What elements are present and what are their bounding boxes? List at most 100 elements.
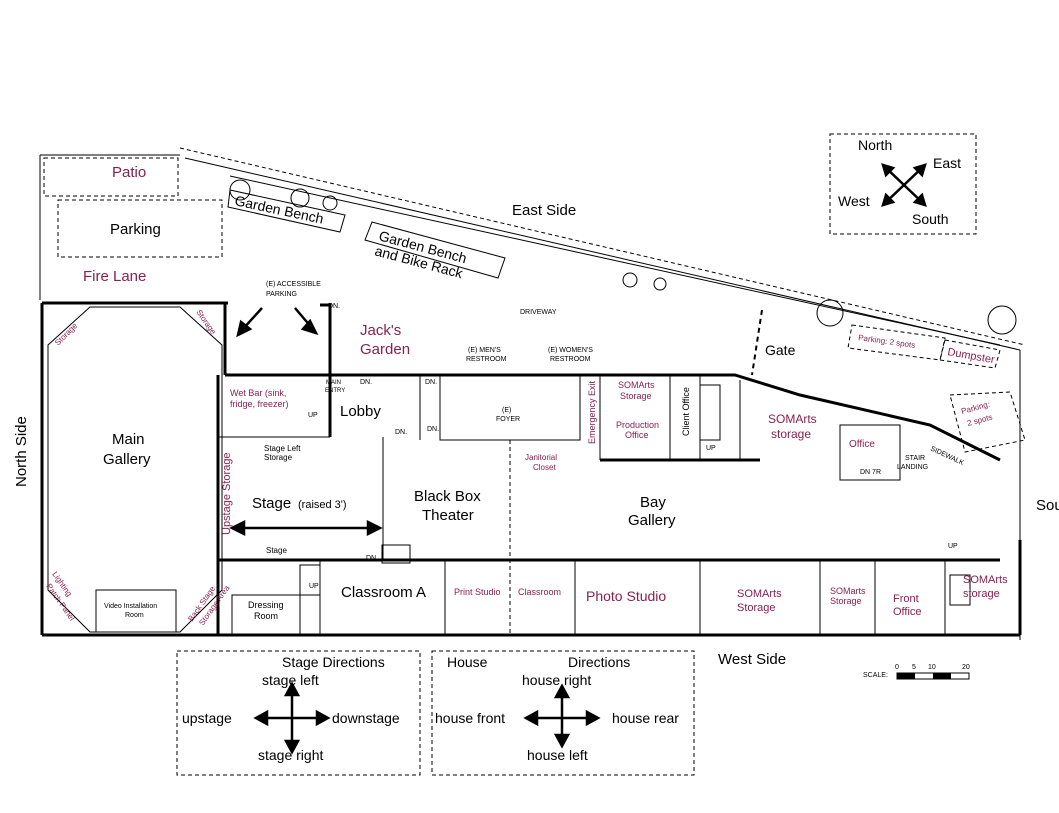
garden-bench-2: [364, 221, 506, 279]
print-studio-label: Print Studio: [454, 587, 501, 597]
office-label: Office: [849, 439, 875, 450]
up-mark-2: UP: [309, 583, 319, 590]
somarts-storage-3-label-2: Storage: [737, 602, 776, 614]
dumpster-box: [939, 339, 1001, 369]
somarts-storage-4-label-2: Storage: [830, 596, 862, 606]
janitorial-label-1: Janitorial: [525, 453, 557, 462]
dressing-room-label-2: Room: [254, 611, 278, 621]
parking-2-spots-a-label: Parking: 2 spots: [858, 333, 916, 350]
dn-mark-3: DN.: [425, 379, 437, 386]
somarts-storage-1-label-1: SOMArts: [618, 380, 655, 390]
stage-small-label: Stage: [266, 546, 287, 555]
somarts-storage-2-label-2: storage: [771, 427, 811, 441]
south-side-label-1: South Side: [1036, 497, 1059, 514]
house-directions-top: house right: [522, 672, 591, 688]
house-directions-bottom: house left: [527, 747, 588, 763]
dn-mark-4: DN.: [395, 429, 407, 436]
up-mark-1: UP: [308, 412, 318, 419]
dumpster-label: Dumpster: [946, 346, 995, 366]
foyer-label-1: (E): [502, 407, 511, 414]
building-walls: [40, 301, 1022, 637]
scale-bar-icon: [896, 672, 970, 680]
somarts-storage-4-label-1: SOMarts: [830, 586, 866, 596]
front-office-label-1: Front: [893, 593, 919, 605]
video-room-label-2: Room: [125, 612, 144, 619]
mens-restroom-label-1: (E) MEN'S: [468, 347, 501, 354]
wet-bar-label-2: fridge, freezer): [230, 399, 289, 409]
compass-north-label: North: [858, 137, 892, 153]
photo-studio-label: Photo Studio: [586, 588, 666, 604]
somarts-storage-5-label-1: SOMArts: [963, 574, 1008, 586]
main-gallery-label-2: Gallery: [103, 451, 151, 468]
main-entry-label-2: ENTRY: [325, 388, 345, 394]
dn-mark-2: DN.: [360, 379, 372, 386]
up-mark-3: UP: [706, 445, 716, 452]
house-directions-box: [431, 650, 695, 776]
compass-arrows-icon: [881, 163, 927, 207]
compass-box: [829, 133, 977, 235]
dn-mark-6: DN.: [366, 555, 378, 562]
stage-directions-left: upstage: [182, 710, 232, 726]
scale-tick-0: 0: [895, 664, 899, 671]
stage-label: Stage: [252, 495, 291, 512]
parking-2-spots-b-label-2: 2 spots: [966, 413, 993, 428]
house-directions-left: house front: [435, 710, 505, 726]
fire-lane-label: Fire Lane: [83, 268, 146, 285]
gate-line: [751, 309, 763, 376]
somarts-storage-1-label-2: Storage: [620, 391, 652, 401]
jacks-garden-label-1: Jack's: [360, 322, 401, 339]
garden-bench-1: [227, 189, 346, 233]
stage-directions-title: Stage Directions: [282, 654, 385, 670]
janitorial-label-2: Closet: [533, 463, 556, 472]
sidewalk-label: SIDEWALK: [929, 445, 965, 467]
production-office-label-2: Office: [625, 430, 648, 440]
stage-directions-top: stage left: [262, 672, 319, 688]
scale-tick-20: 20: [962, 664, 970, 671]
storage-nw-label: Storage: [53, 321, 80, 348]
somarts-storage-2-label-1: SOMArts: [768, 412, 817, 426]
dressing-room-label-1: Dressing: [248, 600, 284, 610]
emergency-exit-label: Emergency Exit: [587, 380, 597, 444]
dn-mark-5: DN.: [427, 426, 439, 433]
site-boundary: [39, 147, 1026, 640]
bay-gallery-label-1: Bay: [640, 494, 666, 511]
client-office-label: Client Office: [681, 387, 691, 436]
tree-icons: [229, 179, 1017, 335]
front-office-label-2: Office: [893, 606, 922, 618]
lobby-label: Lobby: [340, 403, 381, 420]
accessible-parking-label-1: (E) ACCESSIBLE: [266, 281, 321, 288]
compass-west-label: West: [838, 193, 870, 209]
west-side-label: West Side: [718, 651, 786, 668]
driveway-label: DRIVEWAY: [520, 309, 557, 316]
jacks-garden-label-2: Garden: [360, 341, 410, 358]
compass-south-label: South: [912, 211, 949, 227]
parking-label: Parking: [110, 221, 161, 238]
house-directions-cross-icon: [523, 683, 601, 749]
stage-left-storage-label-1: Stage Left: [264, 444, 301, 453]
compass-east-label: East: [933, 155, 961, 171]
up-mark-4: UP: [948, 543, 958, 550]
upstage-storage-label: Upstage Storage: [221, 452, 233, 535]
main-entry-label-1: MAIN: [326, 380, 341, 386]
classroom-a-label: Classroom A: [341, 584, 426, 601]
house-directions-title-right: Directions: [568, 654, 630, 670]
garden-bench-1-label: Garden Bench: [233, 192, 325, 226]
stage-width-arrow: [229, 519, 383, 537]
patio-area: [43, 157, 179, 197]
wet-bar-label-1: Wet Bar (sink,: [230, 388, 286, 398]
black-box-label-1: Black Box: [414, 488, 481, 505]
accessible-parking-label-2: PARKING: [266, 291, 297, 298]
stage-raised-label: (raised 3'): [298, 499, 347, 511]
scale-label: SCALE:: [863, 672, 888, 679]
mens-restroom-label-2: RESTROOM: [466, 356, 507, 363]
somarts-storage-5-label-2: storage: [963, 588, 1000, 600]
north-side-label: North Side: [13, 416, 30, 487]
stair-landing-label-1: STAIR: [905, 455, 925, 462]
patio-label: Patio: [112, 164, 146, 181]
house-directions-right: house rear: [612, 710, 679, 726]
storage-ne-label: Storage: [194, 308, 218, 337]
womens-restroom-label-2: RESTROOM: [550, 356, 591, 363]
womens-restroom-label-1: (E) WOMEN'S: [548, 347, 593, 354]
stage-directions-bottom: stage right: [258, 747, 323, 763]
